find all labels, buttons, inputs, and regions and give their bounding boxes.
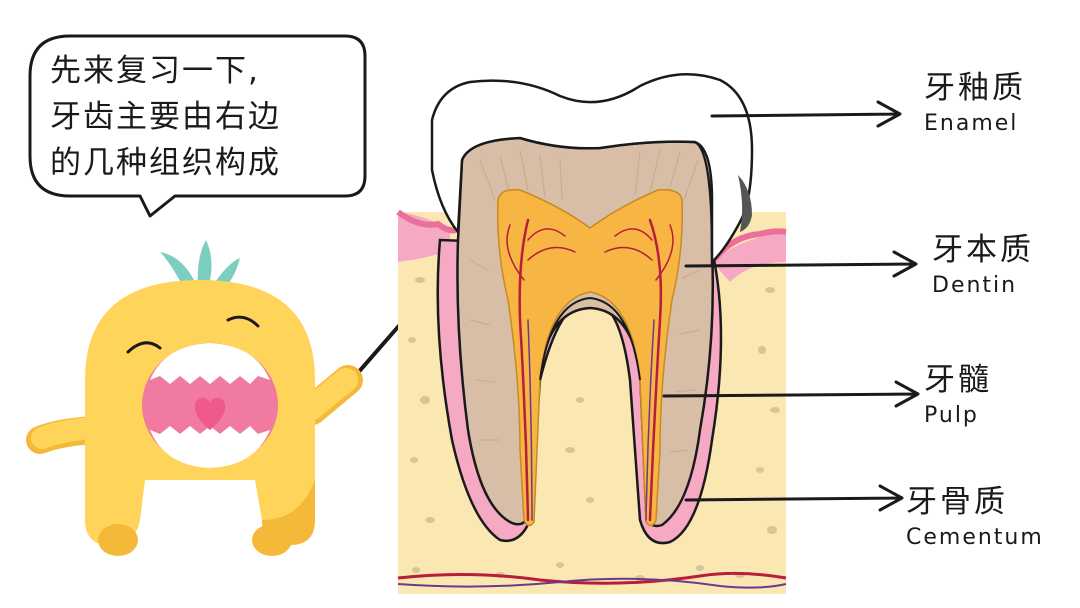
label-enamel-zh: 牙釉质 xyxy=(924,70,1026,106)
pulp-arrow xyxy=(662,380,920,408)
mascot-character xyxy=(26,240,460,556)
dentin-texture xyxy=(469,149,701,453)
label-pulp: 牙髓 Pulp xyxy=(924,362,992,430)
enamel-arrow xyxy=(710,100,902,128)
speech-line: 牙齿主要由右边 xyxy=(50,99,281,135)
label-dentin-en: Dentin xyxy=(932,273,1018,298)
tooth-cross-section xyxy=(396,72,920,594)
label-enamel: 牙釉质 Enamel xyxy=(924,70,1026,138)
pulp-vessels xyxy=(506,218,674,522)
speech-line: 的几种组织构成 xyxy=(50,145,281,181)
speech-bubble xyxy=(28,34,367,218)
speech-line: 先来复习一下, xyxy=(50,53,260,89)
pulp-chamber xyxy=(496,188,684,527)
dentin-arrow xyxy=(684,250,918,278)
label-dentin: 牙本质 Dentin xyxy=(932,232,1034,300)
label-pulp-zh: 牙髓 xyxy=(924,362,992,398)
label-cementum-zh: 牙骨质 xyxy=(906,484,1008,520)
gum-right xyxy=(712,232,786,282)
label-pulp-en: Pulp xyxy=(924,403,979,428)
label-cementum: 牙骨质 Cementum xyxy=(906,484,1044,552)
label-cementum-en: Cementum xyxy=(906,525,1044,550)
label-arrows xyxy=(662,100,920,512)
heart-icon xyxy=(194,398,226,430)
right-eye xyxy=(226,315,260,328)
label-dentin-zh: 牙本质 xyxy=(932,232,1034,268)
cementum-arrow xyxy=(684,484,904,512)
label-enamel-en: Enamel xyxy=(924,111,1019,136)
leaf-icon xyxy=(197,240,212,288)
enamel-layer xyxy=(430,72,754,265)
speech-bubble-text: 先来复习一下, 牙齿主要由右边 的几种组织构成 xyxy=(50,48,350,186)
bone-pores xyxy=(408,277,780,581)
left-eye xyxy=(126,341,162,354)
